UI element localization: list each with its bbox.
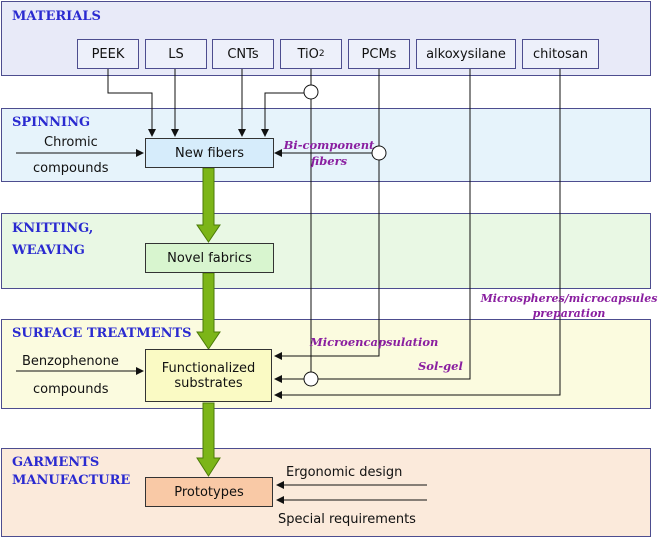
prototypes-box: Prototypes bbox=[145, 477, 273, 507]
material-peek: PEEK bbox=[77, 39, 139, 69]
flow-arrow-2 bbox=[196, 272, 221, 350]
solgel-note: Sol-gel bbox=[418, 359, 463, 373]
functionalized-substrates-box: Functionalized substrates bbox=[145, 349, 272, 402]
new-fibers-box: New fibers bbox=[145, 138, 274, 168]
special-requirements-label: Special requirements bbox=[278, 512, 416, 527]
material-cnts: CNTs bbox=[212, 39, 274, 69]
material-chitosan: chitosan bbox=[522, 39, 599, 69]
band-surface-treatments: SURFACE TREATMENTS bbox=[1, 319, 651, 409]
chromic-label: Chromic bbox=[44, 135, 98, 150]
flow-arrow-3 bbox=[196, 402, 221, 477]
pcm-junction-circle bbox=[371, 145, 387, 161]
stage-title-manufacture: MANUFACTURE bbox=[12, 473, 131, 488]
ergonomic-design-label: Ergonomic design bbox=[286, 465, 403, 480]
benzophenone-compounds-label: compounds bbox=[33, 382, 109, 397]
band-garments: GARMENTS MANUFACTURE bbox=[1, 448, 651, 537]
stage-title-surface: SURFACE TREATMENTS bbox=[12, 326, 192, 341]
material-alkoxysilane: alkoxysilane bbox=[416, 39, 516, 69]
bicomponent-note: Bi-component fibers bbox=[283, 138, 375, 168]
microencapsulation-note: Microencapsulation bbox=[310, 335, 439, 349]
band-spinning: SPINNING bbox=[1, 108, 651, 182]
material-pcms: PCMs bbox=[348, 39, 410, 69]
flow-arrow-1 bbox=[196, 167, 221, 243]
microspheres-note: Microspheres/microcapsules preparation bbox=[480, 292, 658, 320]
stage-title-spinning: SPINNING bbox=[12, 115, 91, 130]
tio2-junction-circle bbox=[303, 84, 319, 100]
band-knitting: KNITTING, WEAVING bbox=[1, 213, 651, 289]
stage-title-garments: GARMENTS bbox=[12, 455, 100, 470]
chromic-compounds-label: compounds bbox=[33, 161, 109, 176]
stage-title-knitting: KNITTING, bbox=[12, 221, 94, 236]
stage-title-weaving: WEAVING bbox=[12, 243, 85, 258]
benzophenone-label: Benzophenone bbox=[22, 354, 119, 369]
stage-title-materials: MATERIALS bbox=[12, 9, 101, 24]
solgel-junction-circle bbox=[303, 371, 319, 387]
material-ls: LS bbox=[145, 39, 207, 69]
novel-fabrics-box: Novel fabrics bbox=[145, 243, 274, 273]
